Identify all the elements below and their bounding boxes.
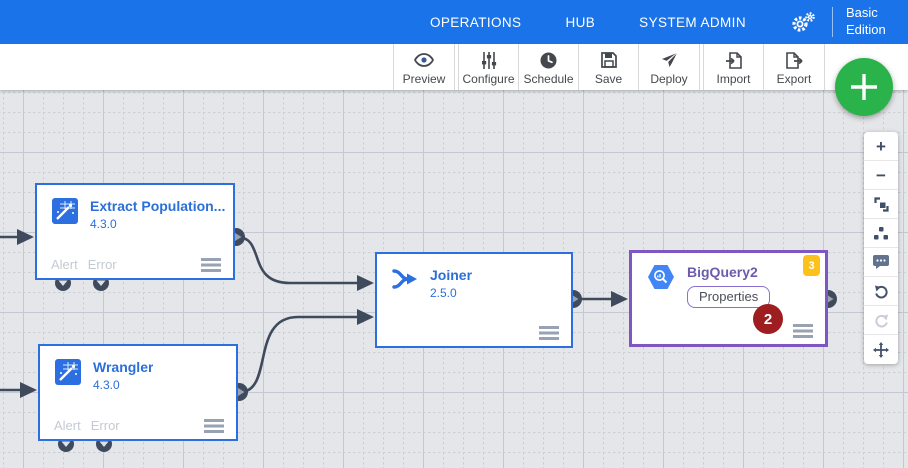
toolbar-group-actions: Configure Schedule Save <box>458 44 700 90</box>
schedule-label: Schedule <box>523 72 574 86</box>
error-count-badge[interactable]: 2 <box>753 304 783 334</box>
alert-port-label: Alert <box>51 257 78 272</box>
export-doc-icon <box>785 51 803 69</box>
export-label: Export <box>776 72 812 86</box>
configure-label: Configure <box>462 72 515 86</box>
auto-align-button[interactable] <box>864 219 898 248</box>
node-title: Wrangler <box>93 359 154 375</box>
error-port-label: Error <box>87 257 117 272</box>
minus-icon: − <box>876 165 886 185</box>
wrangler-icon <box>55 359 81 390</box>
fit-to-screen-button[interactable] <box>864 190 898 219</box>
save-button[interactable]: Save <box>579 44 639 90</box>
deploy-label: Deploy <box>650 72 688 86</box>
zoom-in-button[interactable]: + <box>864 132 898 161</box>
nav-system-admin[interactable]: SYSTEM ADMIN <box>639 14 746 30</box>
comment-icon <box>873 255 889 269</box>
node-menu-icon[interactable] <box>201 258 221 272</box>
node-version: 4.3.0 <box>93 378 120 392</box>
properties-button[interactable]: Properties <box>687 286 771 308</box>
alert-port-label: Alert <box>54 418 81 433</box>
import-label: Import <box>716 72 751 86</box>
node-version: 4.3.0 <box>90 217 117 231</box>
node-menu-icon[interactable] <box>204 419 224 433</box>
settings-gears-icon[interactable] <box>790 10 816 34</box>
bigquery-hexagon-icon <box>647 264 675 295</box>
wrangler-icon <box>52 198 78 229</box>
plus-icon: + <box>876 136 886 156</box>
floppy-icon <box>600 51 617 69</box>
canvas-zoom-toolbar: + − <box>864 132 898 364</box>
pipeline-toolbar: Preview Configure Schedule <box>0 44 908 90</box>
top-header: OPERATIONS HUB SYSTEM ADMIN Basic Editio… <box>0 0 908 44</box>
import-doc-icon <box>725 51 742 69</box>
nav-hub[interactable]: HUB <box>565 14 596 30</box>
pipeline-canvas[interactable]: Extract Population... 4.3.0 Alert Error … <box>0 90 908 468</box>
zoom-out-button[interactable]: − <box>864 161 898 190</box>
import-button[interactable]: Import <box>704 44 764 90</box>
node-title: BigQuery2 <box>687 264 758 280</box>
node-menu-icon[interactable] <box>793 324 813 338</box>
paper-plane-icon <box>661 51 678 69</box>
node-count-badge: 3 <box>803 255 820 276</box>
toolbar-group-io: Import Export <box>703 44 825 90</box>
node-extract-population[interactable]: Extract Population... 4.3.0 Alert Error <box>35 183 235 280</box>
add-plugin-button[interactable] <box>835 58 893 116</box>
sliders-icon <box>481 51 497 69</box>
eye-icon <box>414 51 434 69</box>
node-wrangler[interactable]: Wrangler 4.3.0 Alert Error <box>38 344 238 441</box>
redo-button[interactable] <box>864 306 898 335</box>
node-joiner[interactable]: Joiner 2.5.0 <box>375 252 573 348</box>
edition-label: Basic Edition <box>846 5 886 37</box>
nav-operations[interactable]: OPERATIONS <box>429 14 522 30</box>
node-menu-icon[interactable] <box>539 326 559 340</box>
node-bigquery2[interactable]: BigQuery2 Properties 3 2 <box>629 250 828 347</box>
move-icon <box>873 341 889 358</box>
clock-icon <box>540 51 557 69</box>
move-mode-button[interactable] <box>864 335 898 364</box>
toolbar-group-preview: Preview <box>393 44 455 90</box>
joiner-merge-icon <box>392 267 418 296</box>
header-nav: OPERATIONS HUB SYSTEM ADMIN Basic Editio… <box>430 5 908 39</box>
fit-to-screen-icon <box>873 196 889 212</box>
error-port-label: Error <box>90 418 120 433</box>
export-button[interactable]: Export <box>764 44 824 90</box>
node-title: Extract Population... <box>90 198 226 214</box>
undo-button[interactable] <box>864 277 898 306</box>
deploy-button[interactable]: Deploy <box>639 44 699 90</box>
node-title: Joiner <box>430 267 473 283</box>
undo-icon <box>874 285 888 298</box>
node-version: 2.5.0 <box>430 286 457 300</box>
redo-icon <box>874 314 888 327</box>
configure-button[interactable]: Configure <box>459 44 519 90</box>
preview-label: Preview <box>402 72 446 86</box>
save-label: Save <box>594 72 623 86</box>
auto-align-icon <box>874 226 888 239</box>
header-divider <box>832 7 833 37</box>
schedule-button[interactable]: Schedule <box>519 44 579 90</box>
comment-button[interactable] <box>864 248 898 277</box>
plus-icon <box>851 74 877 100</box>
preview-button[interactable]: Preview <box>394 44 454 90</box>
